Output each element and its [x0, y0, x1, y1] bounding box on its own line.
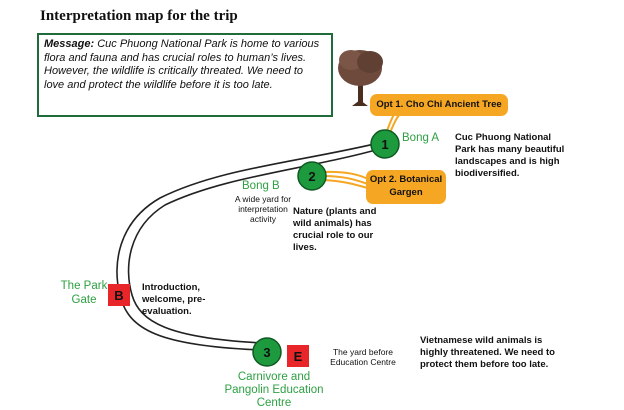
stop-3-number: 3	[263, 345, 270, 360]
ancient-tree-icon	[338, 50, 383, 106]
stop-3-name: Carnivore and Pangolin Education Centre	[224, 371, 324, 409]
stop-2-sub: A wide yard for interpretation activity	[234, 194, 292, 224]
gate-b-name: The Park Gate	[60, 280, 108, 306]
gate-b-marker: B	[108, 284, 130, 306]
stop-3-marker: 3	[252, 337, 282, 367]
stop-1-marker: 1	[370, 129, 400, 159]
gate-b-letter: B	[114, 288, 123, 303]
end-e-marker: E	[287, 345, 309, 367]
opt2-route-line	[322, 175, 369, 185]
option-2-label: Opt 2. Botanical Gargen	[366, 170, 446, 204]
stop-1-note: Cuc Phuong National Park has many beauti…	[455, 132, 565, 179]
stop-3-note: Vietnamese wild animals is highly threat…	[420, 335, 555, 370]
end-e-letter: E	[294, 349, 303, 364]
stop-3-sub: The yard before Education Centre	[330, 347, 396, 367]
stop-2-name: Bong B	[242, 180, 280, 192]
opt2-route-line-2	[322, 179, 369, 189]
page-title: Interpretation map for the trip	[40, 8, 238, 24]
message-text: Cuc Phuong National Park is home to vari…	[44, 38, 320, 91]
trail-inner-line	[127, 147, 384, 344]
stop-1-name: Bong A	[402, 132, 440, 144]
stop-2-marker: 2	[297, 161, 327, 191]
stop-2-number: 2	[308, 169, 315, 184]
option-1-label: Opt 1. Cho Chi Ancient Tree	[370, 94, 508, 116]
message-label: Message:	[44, 38, 95, 50]
trail-outer-line	[116, 141, 384, 351]
message-box: Message: Cuc Phuong National Park is hom…	[37, 33, 333, 117]
gate-b-note: Introduction, welcome, pre-evaluation.	[142, 282, 206, 317]
stop-2-note: Nature (plants and wild animals) has cru…	[293, 206, 377, 253]
opt2-route-line-3	[322, 170, 369, 180]
stop-1-number: 1	[381, 137, 388, 152]
